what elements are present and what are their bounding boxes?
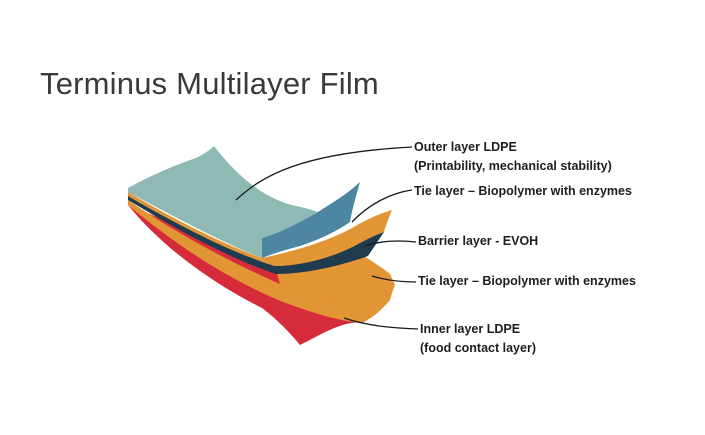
outer-ldpe-edge xyxy=(262,182,360,258)
outer-layer-label-line1: Outer layer LDPE xyxy=(414,140,517,154)
leader-line-tie-bottom xyxy=(371,275,417,283)
leader-line-inner xyxy=(343,317,419,330)
inner-layer-label-line1: Inner layer LDPE xyxy=(420,322,521,336)
page-title: Terminus Multilayer Film xyxy=(40,66,379,101)
outer-layer-label: Outer layer LDPE (Printability, mechanic… xyxy=(414,138,612,176)
tie-layer-bottom-label: Tie layer – Biopolymer with enzymes xyxy=(418,272,636,291)
barrier-layer-label: Barrier layer - EVOH xyxy=(418,232,538,251)
leader-line-outer xyxy=(235,146,413,201)
outer-layer-label-line2: (Printability, mechanical stability) xyxy=(414,159,612,173)
tie-layer-top-label-line1: Tie layer – Biopolymer with enzymes xyxy=(414,184,632,198)
inner-layer-label-line2: (food contact layer) xyxy=(420,341,536,355)
inner-layer-label: Inner layer LDPE (food contact layer) xyxy=(420,320,536,358)
leader-line-barrier xyxy=(363,240,417,247)
tie-layer-top xyxy=(128,192,392,266)
tie-layer-bottom xyxy=(128,200,395,323)
tie-layer-bottom-label-line1: Tie layer – Biopolymer with enzymes xyxy=(418,274,636,288)
barrier-layer-label-line1: Barrier layer - EVOH xyxy=(418,234,539,248)
leader-line-tie-top xyxy=(351,189,413,223)
tie-layer-top-label: Tie layer – Biopolymer with enzymes xyxy=(414,182,632,201)
outer-ldpe-layer xyxy=(128,146,318,258)
